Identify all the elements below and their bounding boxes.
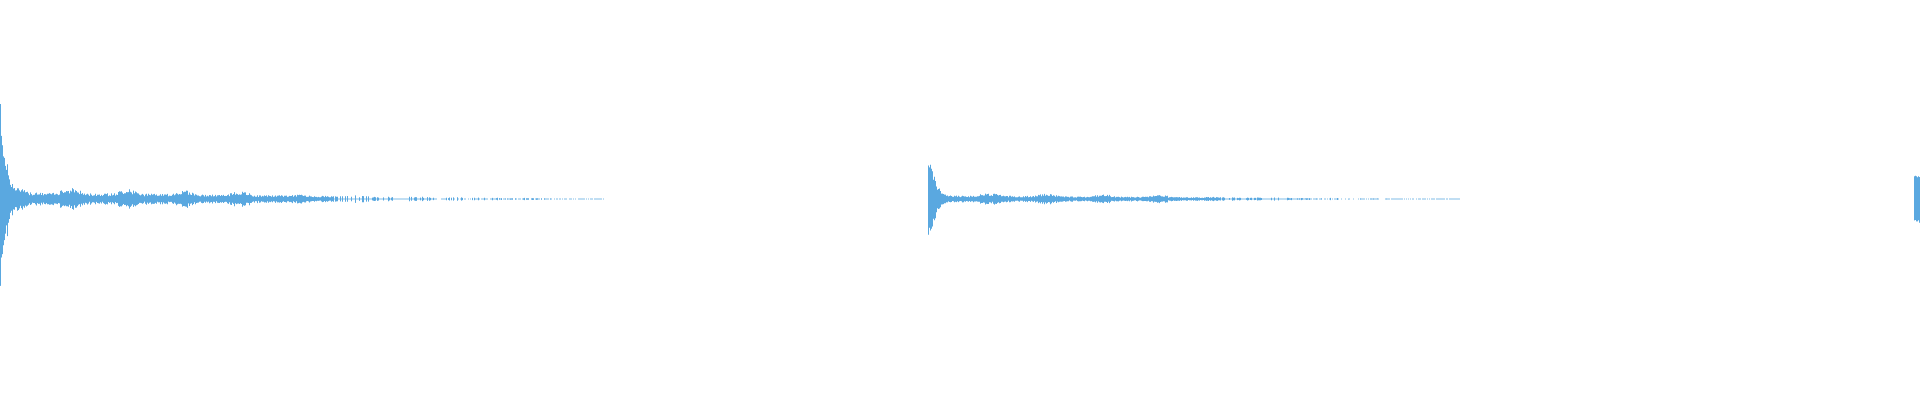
waveform-clip-1[interactable] — [0, 104, 604, 286]
waveform-clip-1-samples — [0, 104, 604, 286]
waveform-clip-2-samples — [928, 164, 1460, 235]
waveform-clip-3-samples — [1914, 175, 1920, 223]
waveform-layer — [0, 104, 1920, 286]
waveform-clip-2[interactable] — [928, 164, 1460, 235]
waveform-clip-3[interactable] — [1914, 175, 1920, 223]
